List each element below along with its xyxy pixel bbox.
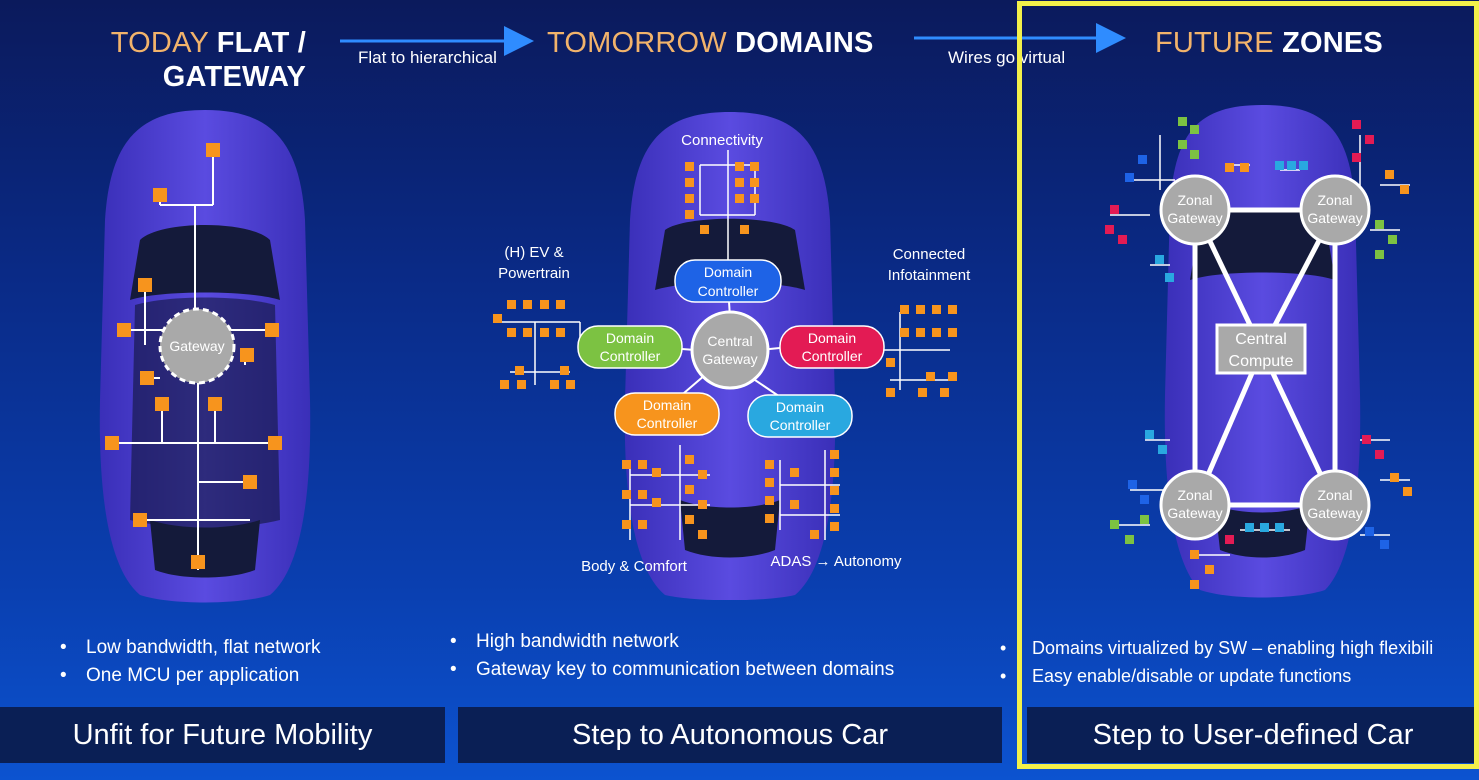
svg-text:Controller: Controller bbox=[802, 348, 863, 364]
svg-text:Controller: Controller bbox=[698, 283, 759, 299]
bullets-tomorrow: •High bandwidth network •Gateway key to … bbox=[450, 628, 894, 684]
zonal-gateway-front-right bbox=[1299, 174, 1371, 246]
svg-text:Domain: Domain bbox=[776, 399, 824, 415]
svg-text:Controller: Controller bbox=[600, 348, 661, 364]
body-ecus bbox=[622, 455, 707, 539]
central-gateway-node bbox=[690, 310, 770, 390]
svg-text:Gateway: Gateway bbox=[1167, 505, 1222, 521]
title-tomorrow: TOMORROW DOMAINS bbox=[547, 27, 874, 59]
svg-text:Zonal: Zonal bbox=[1177, 192, 1212, 208]
label-infotainment-line1: Connected bbox=[893, 246, 966, 263]
adas-ecus bbox=[765, 450, 839, 539]
zone-ecus bbox=[1105, 117, 1412, 589]
svg-text:Controller: Controller bbox=[637, 415, 698, 431]
central-compute-box bbox=[1215, 323, 1307, 375]
footer-future: Step to User-defined Car bbox=[1027, 707, 1479, 763]
infotainment-ecus bbox=[886, 305, 957, 397]
gateway-node bbox=[158, 307, 236, 385]
zonal-gateway-front-left bbox=[1159, 174, 1231, 246]
svg-text:Controller: Controller bbox=[770, 417, 831, 433]
car-windshield bbox=[130, 225, 280, 300]
ev-ecus bbox=[493, 300, 575, 389]
svg-text:Zonal: Zonal bbox=[1177, 487, 1212, 503]
svg-text:Gateway: Gateway bbox=[1307, 210, 1362, 226]
footer-today: Unfit for Future Mobility bbox=[0, 707, 445, 763]
label-connectivity: Connectivity bbox=[681, 132, 763, 149]
car-tomorrow-diagram: Domain Controller Domain Controller Doma… bbox=[493, 112, 971, 600]
label-infotainment-line2: Infotainment bbox=[888, 267, 971, 284]
svg-text:Central: Central bbox=[707, 333, 752, 349]
svg-text:Zonal: Zonal bbox=[1317, 487, 1352, 503]
bullets-future: •Domains virtualized by SW – enabling hi… bbox=[1000, 634, 1479, 690]
today-ecus bbox=[105, 143, 282, 569]
svg-text:Gateway: Gateway bbox=[702, 351, 757, 367]
domain-controller-orange bbox=[614, 392, 720, 436]
bullet-item: •One MCU per application bbox=[60, 665, 300, 686]
domain-controller-red bbox=[779, 325, 885, 369]
bullet-item: •Gateway key to communication between do… bbox=[450, 659, 895, 680]
bullets-today: •Low bandwidth, flat network •One MCU pe… bbox=[60, 634, 320, 690]
svg-text:Domain: Domain bbox=[643, 397, 691, 413]
label-body-comfort: Body & Comfort bbox=[581, 558, 688, 575]
label-adas: ADAS → Autonomy bbox=[771, 553, 902, 570]
gateway-label: Gateway bbox=[169, 338, 224, 354]
zonal-gateway-rear-left bbox=[1159, 469, 1231, 541]
domain-controller-green bbox=[577, 325, 683, 369]
bullet-item: •Low bandwidth, flat network bbox=[60, 637, 321, 658]
connectivity-ecus bbox=[685, 162, 759, 234]
domain-controller-cyan bbox=[747, 394, 853, 438]
svg-text:Compute: Compute bbox=[1229, 353, 1294, 370]
bullet-item: •Easy enable/disable or update functions bbox=[1000, 666, 1352, 686]
title-today: TODAY FLAT / GATEWAY bbox=[110, 27, 306, 93]
car-future-diagram: Central Compute Zonal Gateway Zonal Gate… bbox=[1105, 105, 1412, 598]
connectivity-wiring bbox=[699, 150, 756, 270]
svg-text:Domain: Domain bbox=[606, 330, 654, 346]
title-future: FUTURE ZONES bbox=[1155, 27, 1383, 59]
zonal-gateway-rear-right bbox=[1299, 469, 1371, 541]
svg-text:Gateway: Gateway bbox=[1167, 210, 1222, 226]
label-ev-line2: Powertrain bbox=[498, 265, 570, 282]
car-today-diagram: Gateway bbox=[99, 110, 311, 603]
car-rear-window bbox=[680, 500, 780, 558]
svg-text:Domain: Domain bbox=[704, 264, 752, 280]
svg-text:Central: Central bbox=[1235, 331, 1287, 348]
transition-label-1: Flat to hierarchical bbox=[358, 48, 497, 67]
svg-text:Zonal: Zonal bbox=[1317, 192, 1352, 208]
domain-controller-blue bbox=[674, 259, 782, 303]
bullet-item: •Domains virtualized by SW – enabling hi… bbox=[1000, 638, 1434, 658]
svg-text:Domain: Domain bbox=[808, 330, 856, 346]
car-rear-window bbox=[150, 520, 260, 578]
footer-tomorrow: Step to Autonomous Car bbox=[458, 707, 1002, 763]
transition-label-2: Wires go virtual bbox=[948, 48, 1066, 67]
adas-wiring bbox=[779, 450, 840, 540]
label-ev-line1: (H) EV & bbox=[504, 244, 563, 261]
svg-text:Gateway: Gateway bbox=[1307, 505, 1362, 521]
bullet-item: •High bandwidth network bbox=[450, 631, 679, 652]
infotainment-wiring bbox=[880, 312, 950, 390]
